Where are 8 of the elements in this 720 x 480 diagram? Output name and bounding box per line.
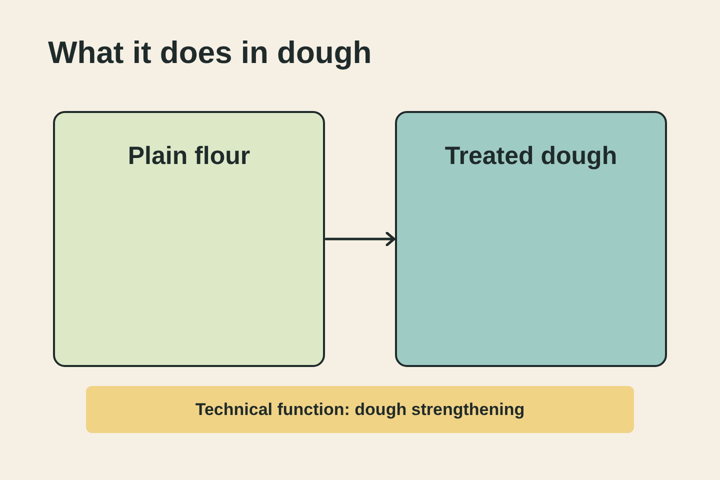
node-label: Plain flour — [128, 141, 250, 172]
stage-box — [395, 111, 667, 367]
function-banner — [86, 386, 634, 433]
arrow — [324, 232, 396, 246]
diagram-title: What it does in dough — [48, 34, 372, 72]
node-label: Treated dough — [444, 141, 618, 172]
node-label: Technical function: dough strengthening — [195, 398, 525, 420]
stage-box — [53, 111, 325, 367]
